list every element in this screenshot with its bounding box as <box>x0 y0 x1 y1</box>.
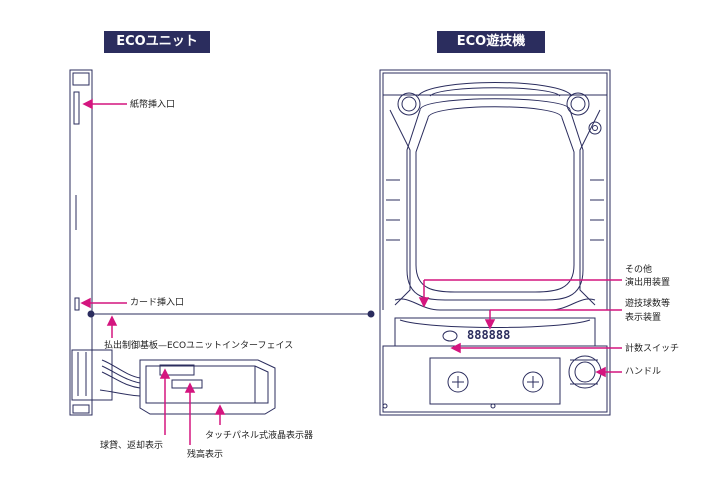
touch-panel-device <box>139 359 276 415</box>
handle <box>568 355 602 389</box>
bill-slot-label: 紙幣挿入口 <box>130 100 176 110</box>
count-display-label-1: 遊技球数等 <box>625 299 671 309</box>
touch-panel-label: タッチパネル式液晶表示器 <box>205 431 314 441</box>
effect-device-label-1: その他 <box>625 265 653 275</box>
remaining-balance-label: 残高表示 <box>187 450 224 460</box>
eco-unit-title: ECOユニット <box>104 31 210 53</box>
callout-arrows <box>80 98 622 445</box>
eco-unit-body <box>69 69 141 416</box>
effect-device-label-2: 演出用装置 <box>625 278 671 288</box>
interface-label: 払出制御基板—ECOユニットインターフェイス <box>104 341 294 351</box>
card-slot-label: カード挿入口 <box>130 298 185 308</box>
counter-digits: 888888 <box>467 328 510 342</box>
interface-connection-line <box>87 310 375 318</box>
count-display-label-2: 表示装置 <box>625 313 662 323</box>
eco-machine-body <box>379 69 611 416</box>
count-switch-label: 計数スイッチ <box>625 344 680 354</box>
ball-lend-label: 球貸、返却表示 <box>100 441 164 451</box>
eco-machine-title: ECO遊技機 <box>437 31 545 53</box>
handle-label: ハンドル <box>625 367 662 377</box>
